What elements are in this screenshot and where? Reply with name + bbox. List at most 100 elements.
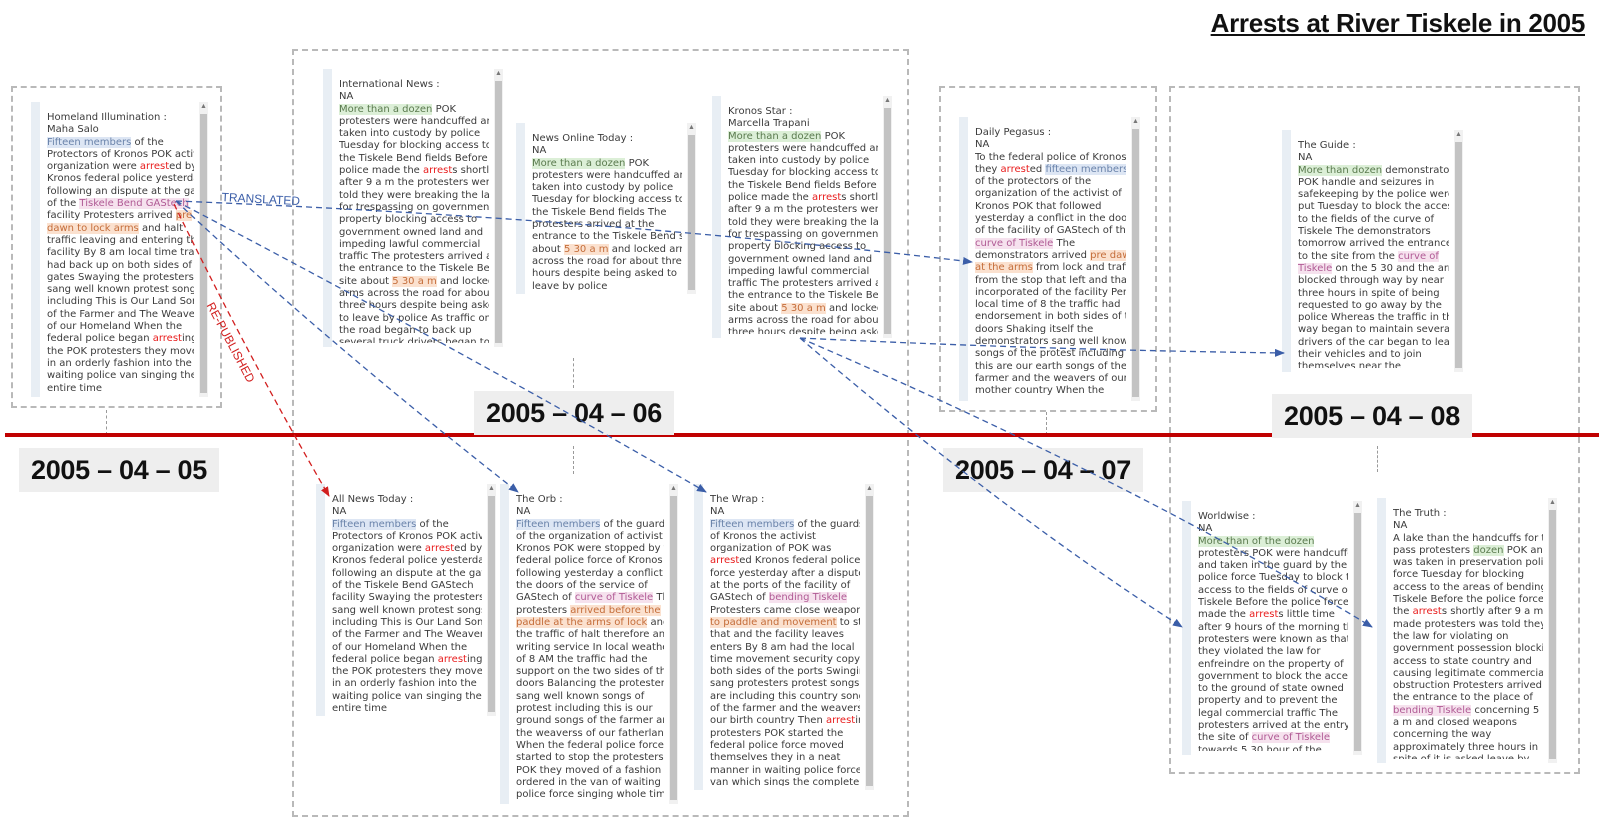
scroll-up-icon[interactable]: ▲ bbox=[1549, 499, 1556, 506]
highlight-red: arrest bbox=[139, 161, 170, 173]
article-line: federal police force of Kronos bbox=[516, 555, 664, 567]
text-segment: POK and bbox=[1506, 544, 1543, 556]
text-segment: the site of bbox=[1198, 732, 1252, 744]
scroll-up-icon[interactable]: ▲ bbox=[1132, 118, 1139, 125]
scrollbar[interactable]: ▲ bbox=[487, 484, 496, 716]
text-segment: and taken in the guard by the bbox=[1198, 560, 1348, 572]
scrollbar[interactable]: ▲ bbox=[1353, 501, 1362, 755]
scrollbar-thumb[interactable] bbox=[866, 496, 873, 786]
scroll-up-icon[interactable]: ▲ bbox=[688, 124, 695, 131]
text-segment: sang well known protest songs bbox=[332, 604, 482, 616]
text-segment: federal police began bbox=[47, 333, 153, 345]
scrollbar-thumb[interactable] bbox=[670, 496, 677, 800]
article-line: safekeeping by the police were bbox=[1298, 189, 1449, 201]
text-segment: property and to prevent the bbox=[1198, 695, 1338, 707]
scrollbar[interactable]: ▲ bbox=[1454, 130, 1463, 372]
text-segment: the law for violating on bbox=[1393, 630, 1509, 642]
scrollbar[interactable]: ▲ bbox=[1548, 498, 1557, 763]
text-segment: the weaverss of our fatherland bbox=[516, 727, 664, 739]
text-segment: for trespassing on government bbox=[339, 201, 489, 213]
article-line: obstruction Protesters arrived at bbox=[1393, 680, 1543, 692]
scrollbar-thumb[interactable] bbox=[1455, 142, 1462, 368]
text-segment: and halt bbox=[138, 222, 184, 234]
scrollbar-thumb[interactable] bbox=[488, 496, 495, 712]
text-segment: impeding lawful commercial bbox=[728, 265, 870, 277]
text-segment: of Kronos the activist bbox=[710, 530, 816, 542]
scroll-up-icon[interactable]: ▲ bbox=[1455, 131, 1462, 138]
article-author: NA bbox=[1393, 520, 1408, 532]
article-line: More than a dozen POK bbox=[339, 103, 489, 116]
text-segment: entrance to the Tiskele Bend site bbox=[532, 231, 682, 243]
scrollbar-thumb[interactable] bbox=[1354, 513, 1361, 751]
text-segment: impeding lawful commercial bbox=[339, 238, 481, 250]
text-segment: protesters were handcuffed and bbox=[532, 169, 682, 181]
scroll-up-icon[interactable]: ▲ bbox=[670, 485, 677, 492]
text-segment: enfreindre on the property of bbox=[1198, 658, 1344, 670]
scrollbar[interactable]: ▲ bbox=[883, 96, 892, 338]
scroll-up-icon[interactable]: ▲ bbox=[488, 485, 495, 492]
translated-label: TRANSLATED bbox=[221, 190, 301, 209]
scrollbar[interactable]: ▲ bbox=[199, 102, 208, 397]
scrollbar-thumb[interactable] bbox=[1132, 129, 1139, 397]
article-line: curve of Tiskele The bbox=[975, 237, 1126, 250]
article-line: our birth country Then arresting bbox=[710, 715, 860, 727]
article-line: POK they moved of a fashion bbox=[516, 765, 664, 777]
scrollbar-thumb[interactable] bbox=[688, 135, 695, 290]
date-connector bbox=[1046, 412, 1047, 435]
scrollbar[interactable]: ▲ bbox=[669, 484, 678, 804]
article-source: The Guide : bbox=[1298, 140, 1356, 151]
scrollbar-thumb[interactable] bbox=[200, 114, 207, 393]
card-left-bar bbox=[1182, 501, 1191, 755]
article-source: Worldwise : bbox=[1198, 511, 1256, 522]
highlight-orange: pre dawn bbox=[1090, 249, 1126, 261]
scrollbar[interactable]: ▲ bbox=[687, 123, 696, 294]
text-segment: POK bbox=[432, 103, 457, 115]
article-source: Kronos Star : bbox=[728, 106, 793, 117]
card-left-bar bbox=[316, 484, 325, 716]
text-segment: manner in waiting police force bbox=[710, 764, 860, 776]
article-author: NA bbox=[532, 145, 547, 157]
scrollbar[interactable]: ▲ bbox=[865, 484, 874, 790]
text-segment: the traffic of halt therefore and bbox=[516, 629, 664, 641]
text-segment: s little time bbox=[1278, 609, 1335, 621]
text-segment: ing bbox=[855, 715, 860, 727]
article-line: local time of 8 the traffic had bbox=[975, 299, 1126, 311]
text-segment: GAStech of bbox=[516, 592, 575, 604]
scrollbar[interactable]: ▲ bbox=[1131, 117, 1140, 401]
article-line: impeding lawful commercial bbox=[339, 239, 489, 251]
scroll-up-icon[interactable]: ▲ bbox=[1354, 502, 1361, 509]
scrollbar[interactable]: ▲ bbox=[494, 69, 503, 347]
highlight-green: More than dozen bbox=[1298, 164, 1383, 176]
text-segment: they bbox=[975, 163, 1001, 175]
text-segment: to the ground of state owned bbox=[1198, 683, 1344, 695]
text-segment: force Tuesday for blocking bbox=[1393, 569, 1525, 581]
scrollbar-thumb[interactable] bbox=[1549, 510, 1556, 759]
article-line: arms across the road for about bbox=[728, 315, 878, 327]
article-line: sang protesters protest songs bbox=[710, 678, 860, 690]
text-segment: protesters POK started the bbox=[710, 727, 844, 739]
scrollbar-thumb[interactable] bbox=[884, 108, 891, 334]
scroll-up-icon[interactable]: ▲ bbox=[495, 70, 502, 77]
date-connector bbox=[106, 410, 107, 435]
scroll-up-icon[interactable]: ▲ bbox=[884, 97, 891, 104]
scroll-up-icon[interactable]: ▲ bbox=[866, 485, 873, 492]
scroll-up-icon[interactable]: ▲ bbox=[200, 103, 207, 110]
article-line: this are our earth songs of the bbox=[975, 361, 1126, 373]
text-segment: Kronos POK were stopped by the bbox=[516, 543, 664, 555]
article-line: for trespassing on government bbox=[728, 229, 878, 241]
scrollbar-thumb[interactable] bbox=[495, 81, 502, 343]
article-line: access to state country and bbox=[1393, 656, 1543, 668]
text-segment: Tiskele Before the police force bbox=[1393, 594, 1543, 606]
article-author: NA bbox=[1198, 523, 1213, 535]
